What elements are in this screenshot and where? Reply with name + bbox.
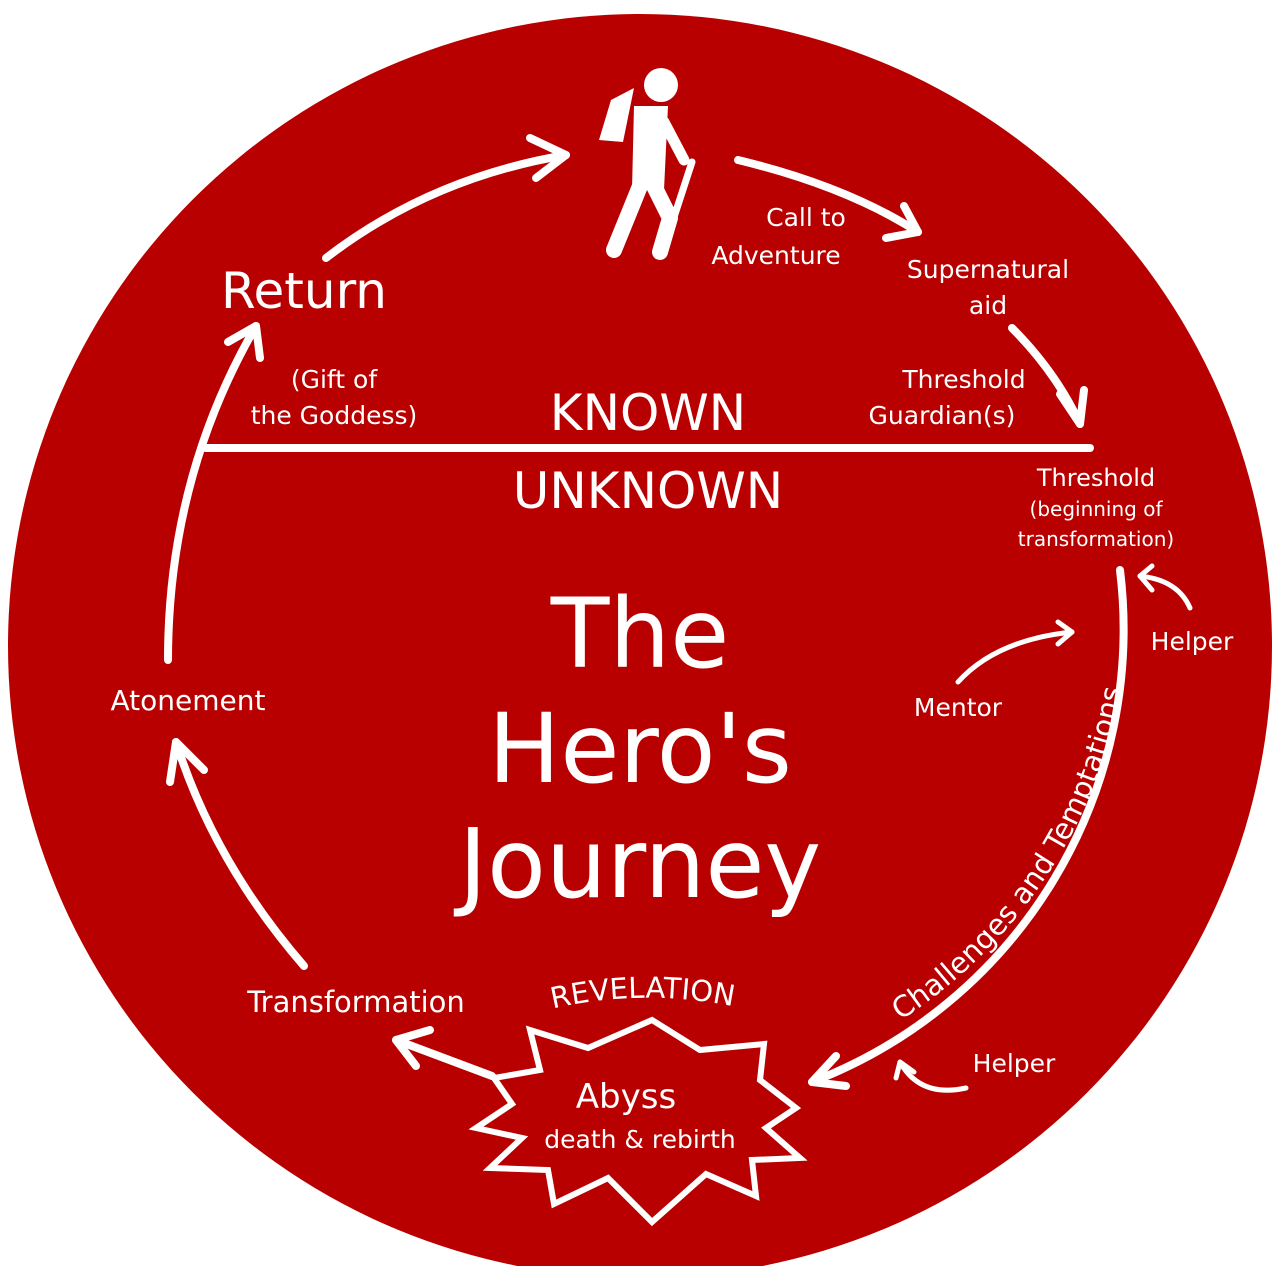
mentor-label: Mentor [914, 693, 1003, 722]
known-label: KNOWN [550, 384, 746, 442]
abyss-sublabel: death & rebirth [544, 1125, 735, 1154]
threshold-guardians-line-1: Threshold [901, 365, 1025, 394]
threshold-guardians-line-2: Guardian(s) [869, 401, 1016, 430]
mentor-arrow [955, 619, 1075, 685]
call-to-adventure-line-1: Call to [766, 203, 846, 232]
cycle-arrows [164, 134, 1128, 1090]
gift-of-goddess-line-2: the Goddess) [251, 401, 418, 430]
supernatural-aid-line-1: Supernatural [907, 255, 1069, 284]
supernatural-aid-line-2: aid [969, 291, 1007, 320]
hiker-icon [599, 68, 696, 260]
threshold-line-1: Threshold [1036, 464, 1155, 492]
helper-bottom-label: Helper [973, 1049, 1056, 1078]
helper-top-label: Helper [1151, 627, 1234, 656]
threshold-line-3: transformation) [1018, 527, 1174, 551]
unknown-label: UNKNOWN [513, 462, 783, 520]
background-circle [8, 14, 1272, 1266]
transformation-label: Transformation [246, 985, 465, 1019]
return-label: Return [221, 262, 387, 320]
title-line-2: Hero's [488, 693, 792, 805]
helper-arrow-top [1137, 563, 1193, 611]
abyss-label: Abyss [576, 1077, 676, 1117]
call-to-adventure-line-2: Adventure [711, 241, 840, 270]
title-line-1: The [550, 578, 730, 690]
atonement-label: Atonement [111, 684, 266, 717]
abyss-starburst [468, 1016, 808, 1227]
gift-of-goddess-line-1: (Gift of [291, 365, 378, 394]
title-line-3: Journey [454, 808, 821, 920]
threshold-line-2: (beginning of [1030, 497, 1164, 521]
helper-arrow-bottom [893, 1059, 969, 1093]
